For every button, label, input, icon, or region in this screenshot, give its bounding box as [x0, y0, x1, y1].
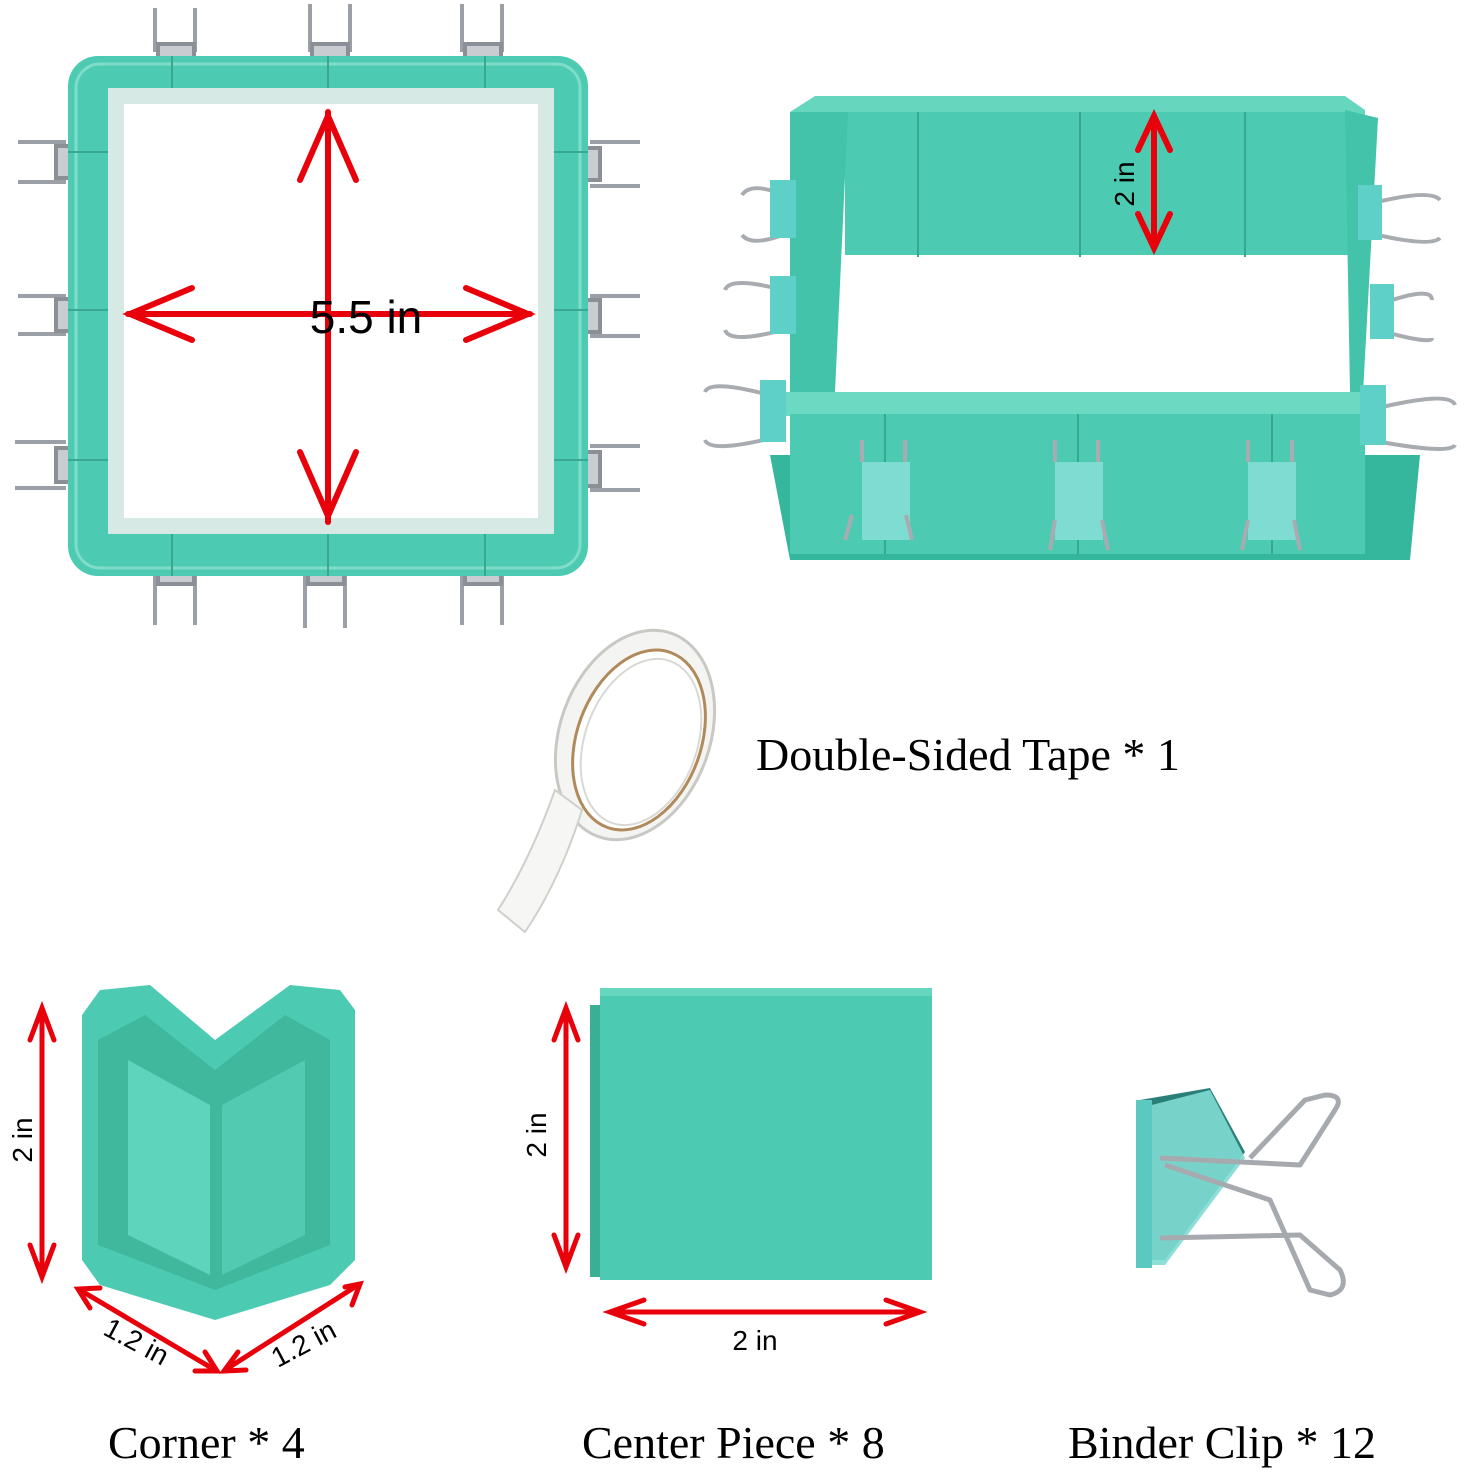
caption-corner: Corner * 4 [108, 1417, 305, 1468]
dimension-label-width: 5.5 in [310, 291, 423, 343]
binder-clip-icon [843, 440, 1302, 551]
caption-clip: Binder Clip * 12 [1068, 1417, 1376, 1468]
center-piece-icon: 2 in 2 in [521, 988, 932, 1356]
mold-angled-view: 2 in [703, 96, 1457, 560]
corner-height-label: 2 in [7, 1117, 38, 1162]
center-width-label: 2 in [732, 1325, 777, 1356]
corner-piece-icon: 2 in 1.2 in 1.2 in [7, 985, 364, 1374]
binder-clip-icon [1136, 1088, 1346, 1298]
caption-tape: Double-Sided Tape * 1 [756, 729, 1180, 780]
dimension-label-height: 2 in [1109, 161, 1140, 206]
mold-top-view: 5.5 in [15, 4, 640, 628]
corner-side-b-label: 1.2 in [266, 1314, 341, 1374]
center-height-label: 2 in [521, 1112, 552, 1157]
caption-center: Center Piece * 8 [582, 1417, 885, 1468]
tape-roll-icon [496, 628, 717, 934]
